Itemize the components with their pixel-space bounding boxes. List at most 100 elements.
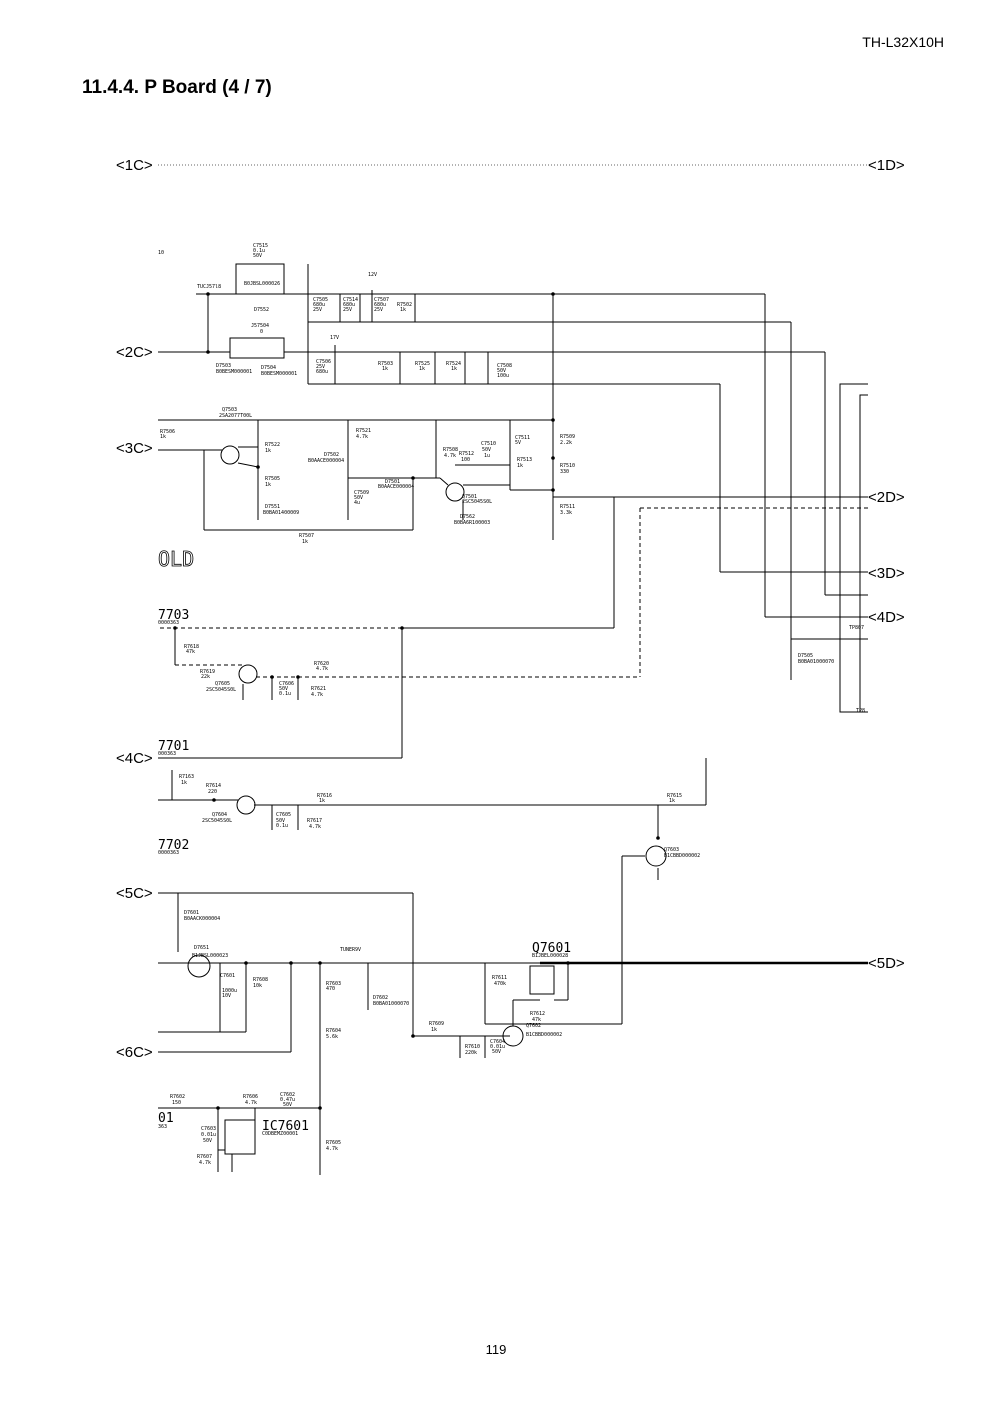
label-c7603: C7603 (201, 1126, 216, 1132)
label-r7509-val: 2.2k (560, 440, 572, 446)
label-q7602: Q7602 (526, 1023, 541, 1029)
label-r7524: R7524 (446, 361, 461, 367)
label-c7606-rating: 0.1u (279, 691, 291, 697)
label-d7552: D7552 (254, 307, 269, 313)
label-d7504: D7504 (261, 365, 276, 371)
label-q7603: Q7603 (664, 847, 679, 853)
label-17v: 17V (330, 335, 339, 341)
wire (859, 394, 868, 712)
label-r7617: R7617 (307, 818, 322, 824)
ic-ic7601 (224, 1119, 256, 1155)
label-c7605-val: 50V (276, 818, 285, 824)
label-r7602: R7602 (170, 1094, 185, 1100)
label-c7604-val: 0.01u (490, 1044, 505, 1050)
label-r7614: R7614 (206, 783, 221, 789)
label-r7521: R7521 (356, 428, 371, 434)
label-r7513: R7513 (517, 457, 532, 463)
label-c7605-rating: 0.1u (276, 823, 288, 829)
label-q7601: Q7601 (532, 941, 571, 956)
label-c7507-val: 680u (374, 302, 386, 308)
transistor-q7503 (220, 445, 240, 465)
label-12v: 12V (368, 272, 377, 278)
label-c7514: C7514 (343, 297, 358, 303)
label-c7515-val: 0.1u (253, 248, 265, 254)
label-d7502: D7502 (324, 452, 339, 458)
label-363: 363 (158, 1124, 167, 1130)
label-r7617-val: 4.7k (309, 824, 321, 830)
label-r7522-val: 1k (265, 448, 271, 454)
connector-5d: <5D> (868, 955, 905, 972)
label-r7524-val: 1k (451, 366, 457, 372)
label-c7514-rating: 25V (343, 307, 352, 313)
label-r7608-val: 10k (253, 983, 262, 989)
label-r7607: R7607 (197, 1154, 212, 1160)
mosfet-q7601 (529, 965, 555, 995)
label-r7512: R7512 (459, 451, 474, 457)
label-r7616: R7616 (317, 793, 332, 799)
label-r7163-val: 1k (181, 780, 187, 786)
label-r7503: R7503 (378, 361, 393, 367)
label-r7614-val: 220 (208, 789, 217, 795)
label-ic7601-part: C0DBEMZ00001 (262, 1131, 298, 1137)
label-r7619-val: 22k (201, 674, 210, 680)
label-c7601-rating: 10V (222, 993, 231, 999)
label-c7505: C7505 (313, 297, 328, 303)
label-q7703-part: 0000363 (158, 620, 179, 626)
label-r7521-val: 4.7k (356, 434, 368, 440)
label-r7505-val: 1k (265, 482, 271, 488)
label-r7511-val: 3.3k (560, 510, 572, 516)
connector-3d: <3D> (868, 565, 905, 582)
label-q7605-part: 2SC5045S0L (206, 687, 236, 693)
label-c7601-val: 1000u (222, 988, 237, 994)
label-r7605-val: 4.7k (326, 1146, 338, 1152)
label-c7605: C7605 (276, 812, 291, 818)
label-q7605: Q7605 (215, 681, 230, 687)
connector-1d: <1D> (868, 157, 905, 174)
connector-2d: <2D> (868, 489, 905, 506)
page-number: 119 (485, 1342, 507, 1357)
connector-5c: <5C> (116, 885, 153, 902)
label-q7603-part: B1CBBD000002 (664, 853, 700, 859)
label-tp807: TP807 (849, 625, 864, 631)
label-q7702-part: 0000363 (158, 850, 179, 856)
label-c7510: C7510 (481, 441, 496, 447)
label-r7508-val: 4.7k (444, 453, 456, 459)
label-q7602-part: B1CBBD000002 (526, 1032, 562, 1038)
label-r7505: R7505 (265, 476, 280, 482)
label-r7615-val: 1k (669, 798, 675, 804)
label-r7525-val: 1k (419, 366, 425, 372)
transistor-q7603 (645, 845, 667, 867)
label-r7512-val: 100 (461, 457, 470, 463)
label-c7506: C7506 (316, 359, 331, 365)
label-r7602-val: 150 (172, 1100, 181, 1106)
label-q7501-part: 2SC5045S0L (462, 499, 492, 505)
label-r7506-val: 1k (160, 434, 166, 440)
label-c7511: C7511 (515, 435, 530, 441)
label-r7522: R7522 (265, 442, 280, 448)
label-r7612-val: 47k (532, 1017, 541, 1023)
label-q7702: 7702 (158, 838, 189, 853)
label-d7602: D7602 (373, 995, 388, 1001)
label-r7606: R7606 (243, 1094, 258, 1100)
label-r7609-val: 1k (431, 1027, 437, 1033)
label-r7610: R7610 (465, 1044, 480, 1050)
label-r7616-val: 1k (319, 798, 325, 804)
transistor-q7501 (445, 482, 465, 502)
label-q7701: 7701 (158, 739, 189, 754)
label-d7505: D7505 (798, 653, 813, 659)
transistor-q7651 (187, 954, 211, 978)
label-q7501: Q7501 (462, 494, 477, 500)
label-j57504: J57504 (251, 323, 269, 329)
label-r7621-val: 4.7k (311, 692, 323, 698)
label-c7507: C7507 (374, 297, 389, 303)
label-r7611-val: 470k (494, 981, 506, 987)
label-r7503-val: 1k (382, 366, 388, 372)
label-r7609: R7609 (429, 1021, 444, 1027)
label-d7551-part: B0BA01400009 (263, 510, 299, 516)
label-c7515-rating: 50V (253, 253, 262, 259)
label-c7510-rating: 1u (484, 453, 490, 459)
label-ic7601: IC7601 (262, 1119, 309, 1134)
label-c7602: C7602 (280, 1092, 295, 1098)
label-c7514-val: 680u (343, 302, 355, 308)
label-c7604: C7604 (490, 1039, 505, 1045)
